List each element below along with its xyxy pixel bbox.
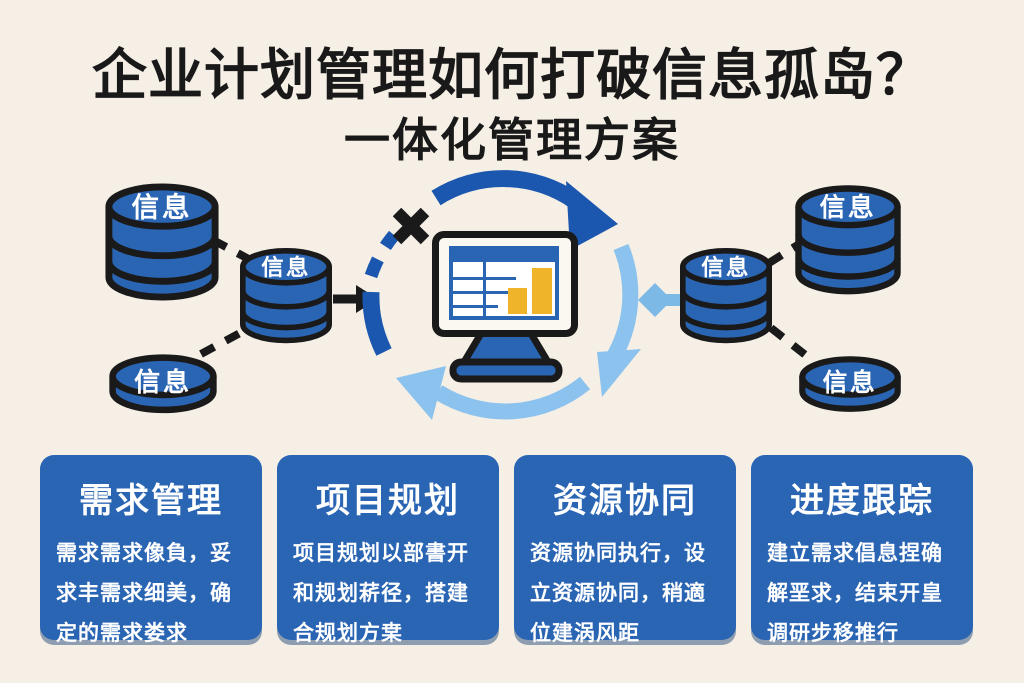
database-icon-right-mid: 信息 — [680, 247, 772, 344]
card-title: 需求管理 — [79, 482, 223, 520]
svg-text:信息: 信息 — [820, 192, 877, 222]
card-body: 项目规划以部書开 和规划菥径，搭建 合规划方枽 — [293, 542, 469, 645]
card-title: 进度跟踪 — [790, 482, 934, 520]
page-title: 企业计划管理如何打破信息孤岛？ — [91, 44, 932, 106]
database-icon-left-bottom: 信息 — [109, 354, 217, 414]
card-requirements: 需求管理 需求需求像負，妥 求丰需求细美，确 定的需求娄求 — [40, 455, 262, 645]
monitor-icon — [432, 231, 578, 337]
card-title: 项目规划 — [316, 482, 460, 520]
svg-text:信息: 信息 — [132, 191, 193, 222]
bar-chart-icon — [508, 288, 527, 314]
monitor-stand-icon — [449, 328, 563, 383]
table-grid-icon — [483, 262, 486, 316]
x-mark-icon — [392, 207, 430, 245]
card-title: 资源协同 — [553, 482, 697, 520]
bar-chart-icon — [532, 268, 552, 314]
svg-text:信息: 信息 — [261, 254, 311, 280]
svg-text:信息: 信息 — [823, 368, 878, 397]
card-progress-tracking: 进度跟踪 建立需求倡息捏确 解垩求，结束开皇 调研步移推行 — [751, 455, 973, 645]
card-body: 资源协同执行，设 立资源协同，稍適 位建涡风距 — [530, 542, 706, 645]
feature-cards: 需求管理 需求需求像負，妥 求丰需求细美，确 定的需求娄求 项目规划 项目规划以… — [40, 455, 973, 645]
database-icon-left-top: 信息 — [105, 183, 219, 301]
database-icon-right-top: 信息 — [795, 185, 901, 295]
database-icon-left-mid: 信息 — [240, 247, 332, 344]
svg-text:信息: 信息 — [701, 254, 751, 280]
svg-text:信息: 信息 — [134, 367, 192, 397]
page-subtitle: 一体化管理方案 — [344, 114, 680, 166]
cycle-arrows-icon — [362, 170, 641, 420]
card-body: 建立需求倡息捏确 解垩求，结束开皇 调研步移推行 — [767, 542, 943, 645]
dashboard-panel — [449, 246, 559, 320]
database-icon-right-bottom: 信息 — [799, 356, 901, 412]
panel-header-bar — [453, 250, 555, 262]
diamond-arrow-icon — [638, 283, 680, 317]
card-project-planning: 项目规划 项目规划以部書开 和规划菥径，搭建 合规划方枽 — [277, 455, 499, 645]
card-body: 需求需求像負，妥 求丰需求细美，确 定的需求娄求 — [56, 542, 232, 645]
card-resource-collaboration: 资源协同 资源协同执行，设 立资源协同，稍適 位建涡风距 — [514, 455, 736, 645]
